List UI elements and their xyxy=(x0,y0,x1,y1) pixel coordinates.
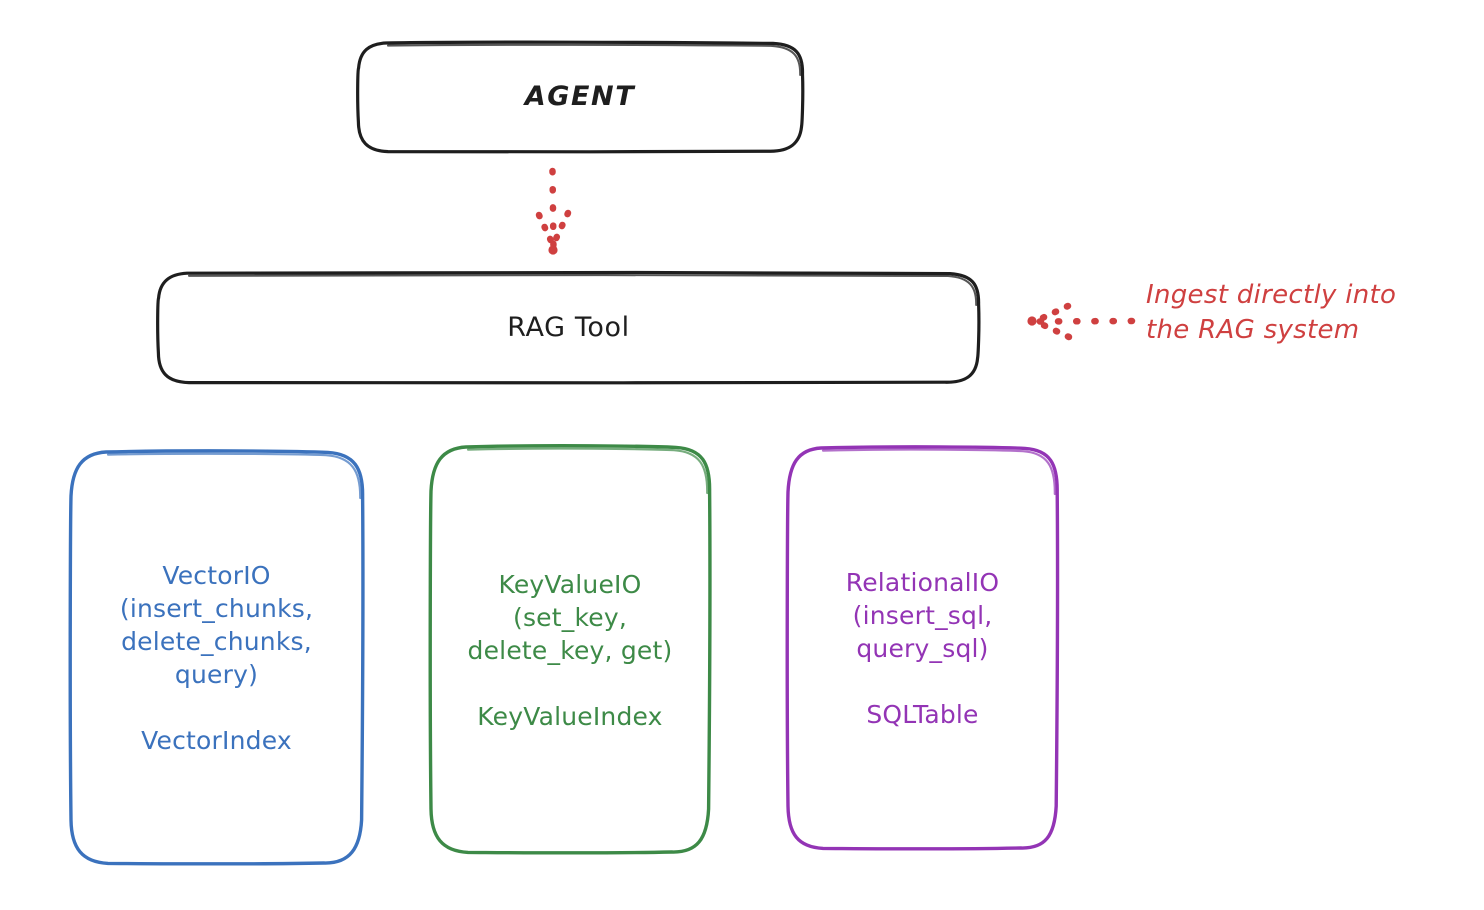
node-agent[interactable]: AGENT xyxy=(355,40,805,154)
node-key-value-io[interactable]: KeyValueIO (set_key, delete_key, get) Ke… xyxy=(426,443,714,857)
edge-ingest-note-to-rag-tool xyxy=(1027,302,1136,341)
annotation-ingest-note: Ingest directly into the RAG system xyxy=(1146,280,1397,346)
node-rag-tool[interactable]: RAG Tool xyxy=(155,270,982,385)
node-relational-io-label: RelationalIO (insert_sql, query_sql) SQL… xyxy=(845,567,1000,729)
edge-agent-to-rag-tool xyxy=(535,167,572,255)
node-key-value-io-label: KeyValueIO (set_key, delete_key, get) Ke… xyxy=(467,569,673,731)
node-vector-io-label: VectorIO (insert_chunks, delete_chunks, … xyxy=(119,561,314,755)
node-rag-tool-label: RAG Tool xyxy=(507,311,630,343)
node-agent-label: AGENT xyxy=(524,81,636,113)
node-relational-io[interactable]: RelationalIO (insert_sql, query_sql) SQL… xyxy=(783,444,1062,852)
node-vector-io[interactable]: VectorIO (insert_chunks, delete_chunks, … xyxy=(66,448,367,868)
